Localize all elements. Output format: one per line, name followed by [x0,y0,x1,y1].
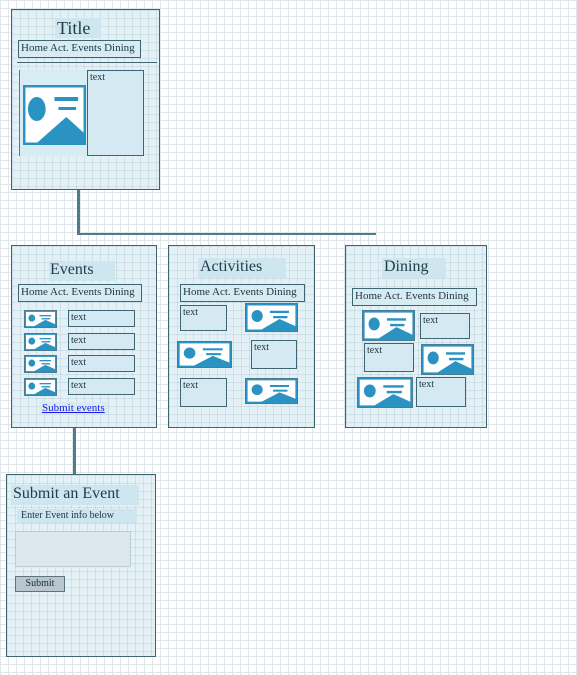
events-text-2: text [68,333,135,350]
activities-text-2: text [251,340,297,369]
events-nav-bar[interactable]: Home Act. Events Dining [18,284,142,302]
dining-image-placeholder-1 [362,310,415,341]
image-placeholder-icon [246,379,297,403]
dining-image-placeholder-3 [357,377,413,408]
submit-subtitle-band [17,509,137,523]
activities-title-band [198,258,286,278]
submit-event-page-wireframe: Submit an Event Enter Event info below S… [6,474,156,657]
events-text-4: text [68,378,135,395]
connector-home-horizontal [77,233,376,235]
events-image-placeholder-3 [24,355,57,373]
dining-title-band [382,258,446,278]
event-info-input[interactable] [15,531,131,567]
home-title-band [55,18,101,38]
submit-button[interactable]: Submit [15,576,65,592]
home-title: Title [57,18,91,38]
image-placeholder-icon [25,334,56,350]
dining-text-1: text [420,313,470,339]
image-placeholder-icon [246,304,297,331]
activities-text-1: text [180,305,227,331]
events-title-band [49,261,115,281]
events-image-placeholder-1 [24,310,57,328]
connector-events-submit [73,428,76,475]
submit-events-link[interactable]: Submit events [39,402,108,414]
home-text-block: text [87,70,144,156]
events-page-wireframe: Events Home Act. Events Dining text text… [11,245,157,428]
image-placeholder-icon [25,356,56,372]
activities-text-3: text [180,378,227,407]
connector-home-vertical [77,190,80,235]
dining-text-3: text [416,377,466,407]
image-placeholder-icon [25,311,56,327]
activities-page-wireframe: Activities Home Act. Events Dining text … [168,245,315,428]
home-hero-image-placeholder [19,70,87,156]
activities-title: Activities [200,258,263,275]
events-text-1: text [68,310,135,327]
home-page-wireframe: Title Home Act. Events Dining text [11,9,160,190]
dining-image-placeholder-2 [421,344,474,375]
image-placeholder-icon [422,345,473,374]
events-image-placeholder-4 [24,378,57,396]
activities-image-placeholder-3 [245,378,298,404]
activities-image-placeholder-2 [177,341,232,368]
dining-nav-bar[interactable]: Home Act. Events Dining [352,288,477,306]
image-placeholder-icon [363,311,414,340]
events-text-3: text [68,355,135,372]
dining-title: Dining [384,258,429,275]
image-placeholder-icon [23,85,86,145]
events-title: Events [50,261,94,278]
submit-title: Submit an Event [13,485,120,502]
home-divider [17,62,157,63]
dining-text-2: text [364,343,414,372]
image-placeholder-icon [25,379,56,395]
home-nav-bar[interactable]: Home Act. Events Dining [18,40,141,58]
image-placeholder-icon [358,378,412,407]
submit-subtitle: Enter Event info below [21,510,115,521]
activities-image-placeholder-1 [245,303,298,332]
activities-nav-bar[interactable]: Home Act. Events Dining [180,284,305,302]
image-placeholder-icon [178,342,231,367]
events-image-placeholder-2 [24,333,57,351]
submit-title-band [11,485,139,505]
dining-page-wireframe: Dining Home Act. Events Dining text text… [345,245,487,428]
